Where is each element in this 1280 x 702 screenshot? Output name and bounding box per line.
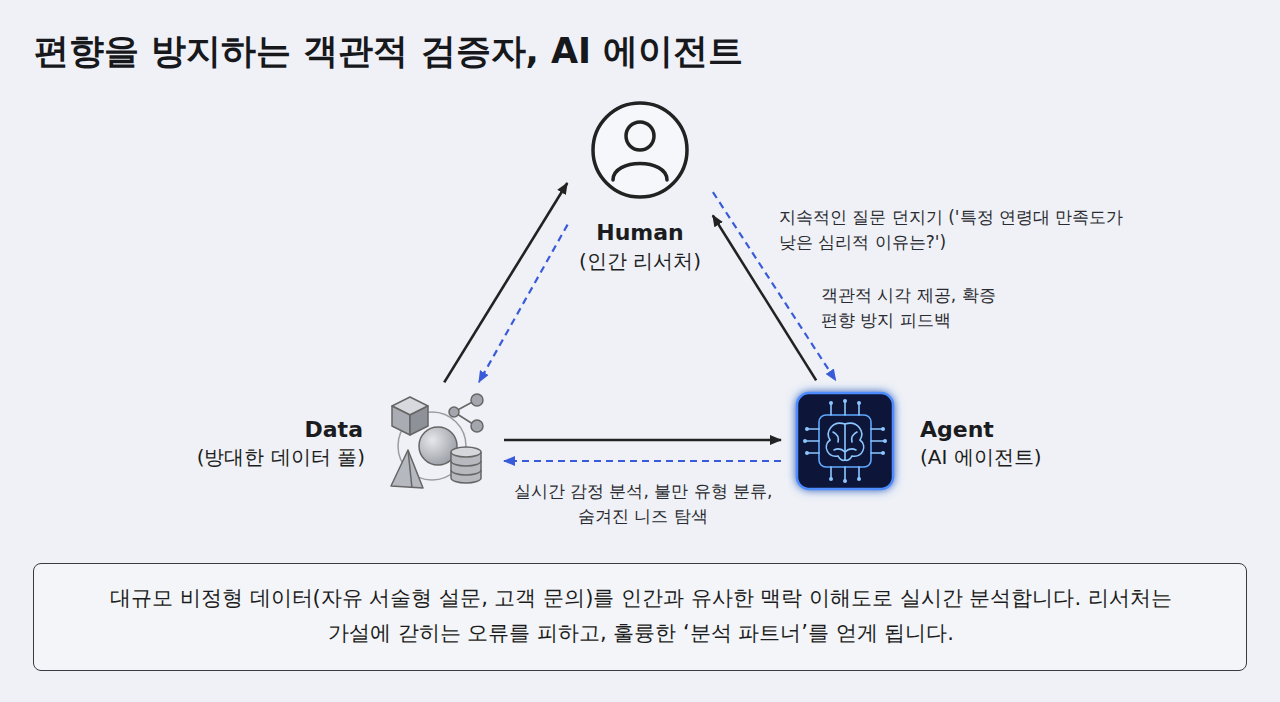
edge-label: 객관적 시각 제공, 확증 편향 방지 피드백 <box>818 282 1024 333</box>
node-subtitle: (AI 에이전트) <box>920 445 1042 470</box>
edge-label: 실시간 감정 분석, 불만 유형 분류, 숨겨진 니즈 탐색 <box>498 478 788 529</box>
node-subtitle: (방대한 데이터 풀) <box>197 445 365 470</box>
title: 편향을 방지하는 객관적 검증자, AI 에이전트 <box>34 28 743 75</box>
node-heading: 대규모 비정형 데이터(자유 서술형 설문, 고객 문의)를 인간과 유사한 맥… <box>94 581 1188 650</box>
agent-node: Agent(AI 에이전트) <box>790 388 1052 496</box>
edge-label: 지속적인 질문 던지기 ('특정 연령대 만족도가 낮은 심리적 이유는?') <box>776 204 1152 255</box>
solid-arrow <box>444 183 567 382</box>
data-icon <box>391 394 483 488</box>
dashed-arrow <box>479 225 568 383</box>
node-heading: Human <box>562 219 718 247</box>
summary-box: 대규모 비정형 데이터(자유 서술형 설문, 고객 문의)를 인간과 유사한 맥… <box>33 563 1247 671</box>
dashed-arrow <box>504 460 781 462</box>
node-subtitle: (인간 리서처) <box>542 249 738 274</box>
node-heading: Agent <box>920 416 994 444</box>
human-icon <box>593 103 687 197</box>
human-node: Human(인간 리서처) <box>572 95 708 282</box>
node-heading: Data <box>305 416 363 444</box>
agent-chip-icon <box>797 393 893 489</box>
solid-arrow <box>504 439 781 442</box>
data-node: Data(방대한 데이터 풀) <box>200 390 495 495</box>
